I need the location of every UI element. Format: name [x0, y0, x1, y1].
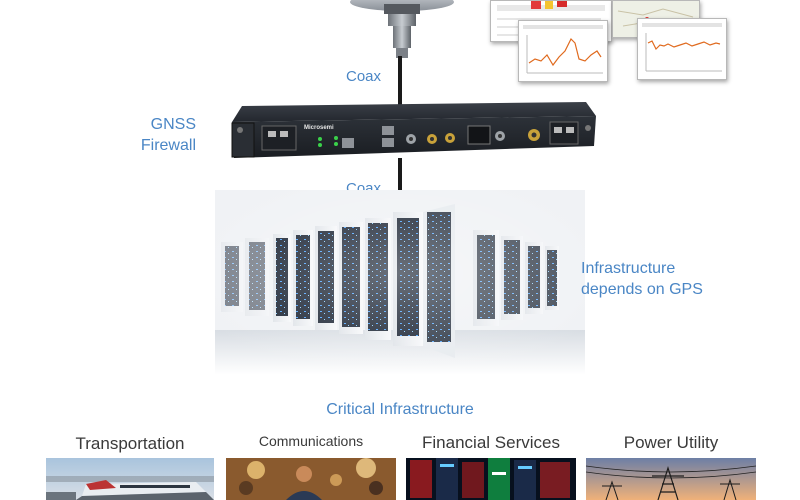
sector-label-communications: Communications [258, 433, 364, 449]
gnss-label-line1: GNSS [150, 116, 196, 133]
monitor-thumbnail-chart-1 [518, 20, 608, 82]
photo-power-utility [586, 458, 756, 500]
coax-label-top: Coax [346, 68, 382, 85]
gnss-label-line2: Firewall [140, 137, 196, 154]
sector-label-power-utility: Power Utility [623, 433, 719, 452]
device-brand-label: Microsemi [304, 125, 334, 131]
photo-communications [226, 458, 396, 500]
server-room-image [215, 190, 585, 375]
infrastructure-label: Infrastructure depends on GPS [581, 258, 703, 300]
critical-infrastructure-heading: Critical Infrastructure [326, 401, 474, 418]
infrastructure-label-line2: depends on GPS [581, 281, 703, 298]
sector-label-financial-services: Financial Services [422, 433, 560, 452]
sector-label-transportation: Transportation [75, 434, 185, 453]
coax-cable-top [398, 56, 402, 108]
infrastructure-label-line1: Infrastructure [581, 260, 676, 277]
monitor-thumbnail-chart-2 [637, 18, 727, 80]
coax-cable-bottom [398, 158, 402, 220]
gnss-antenna [350, 0, 454, 58]
gnss-firewall-device: Microsemi [228, 100, 600, 162]
gnss-label: GNSS Firewall [128, 114, 196, 156]
photo-financial-services [406, 458, 576, 500]
photo-transportation [46, 458, 214, 500]
